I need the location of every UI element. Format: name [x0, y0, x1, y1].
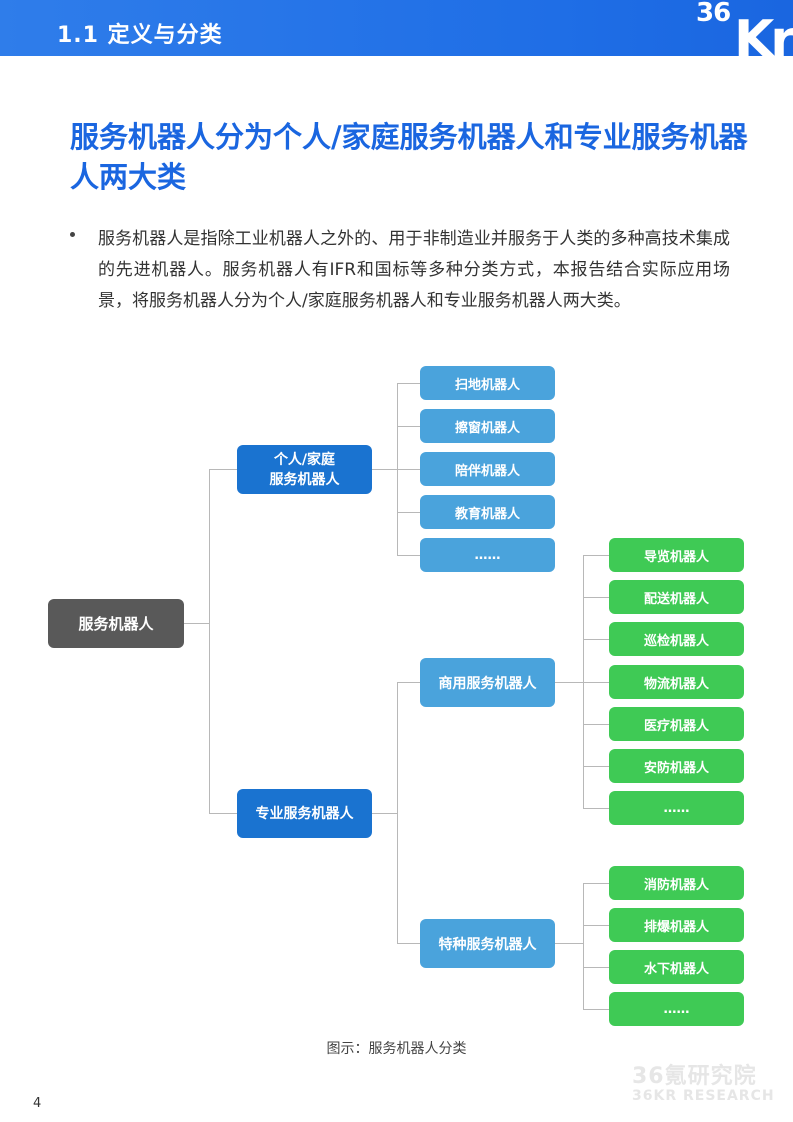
node-personal-home: 个人/家庭 服务机器人 — [237, 445, 372, 494]
bullet-dot — [70, 232, 75, 237]
connector-line — [397, 555, 420, 556]
connector-line — [397, 682, 420, 683]
node-label: …… — [663, 800, 690, 816]
connector-line — [583, 724, 609, 725]
node-label: …… — [663, 1001, 690, 1017]
node-label: 消防机器人 — [643, 877, 709, 893]
connector-line — [397, 943, 420, 944]
header-band: 1.1 定义与分类 36 Kr — [0, 0, 793, 56]
node-leaf: 导览机器人 — [609, 538, 744, 572]
node-leaf: …… — [420, 538, 555, 572]
node-label: 水下机器人 — [643, 961, 709, 977]
node-label: 擦窗机器人 — [454, 420, 520, 436]
connector-line — [583, 1009, 609, 1010]
connector-line — [397, 383, 420, 384]
node-professional: 专业服务机器人 — [237, 789, 372, 838]
node-label: 配送机器人 — [643, 591, 709, 607]
connector-line — [397, 469, 420, 470]
connector-line — [372, 469, 397, 470]
node-label: 商用服务机器人 — [438, 675, 537, 692]
node-label: 排爆机器人 — [643, 919, 709, 935]
brand-logo-number: 36 — [696, 0, 731, 28]
connector-line — [209, 469, 237, 470]
node-leaf: 消防机器人 — [609, 866, 744, 900]
connector-line — [583, 883, 609, 884]
connector-line — [555, 943, 583, 944]
node-label: 安防机器人 — [643, 760, 709, 776]
node-label: 扫地机器人 — [454, 377, 520, 393]
brand-logo: 36 Kr — [690, 0, 793, 56]
node-commercial: 商用服务机器人 — [420, 658, 555, 707]
connector-line — [397, 426, 420, 427]
connector-line — [583, 967, 609, 968]
watermark-cn: 36氪研究院 — [632, 1064, 757, 1089]
node-label: 巡检机器人 — [643, 633, 709, 649]
node-leaf: 陪伴机器人 — [420, 452, 555, 486]
node-leaf: 水下机器人 — [609, 950, 744, 984]
node-label: 服务机器人 — [78, 615, 154, 633]
node-leaf: …… — [609, 992, 744, 1026]
node-leaf: 扫地机器人 — [420, 366, 555, 400]
node-label: 个人/家庭 — [273, 451, 336, 468]
connector-line — [555, 682, 583, 683]
node-leaf: 排爆机器人 — [609, 908, 744, 942]
connector-line — [583, 555, 609, 556]
node-label: 医疗机器人 — [643, 718, 709, 734]
connector-line — [583, 883, 584, 1010]
node-label: 物流机器人 — [643, 676, 709, 692]
watermark-en: 36KR RESEARCH — [632, 1088, 775, 1104]
connector-line — [583, 597, 609, 598]
section-label: 1.1 定义与分类 — [57, 23, 223, 48]
node-label: 特种服务机器人 — [438, 936, 537, 953]
node-leaf: 物流机器人 — [609, 665, 744, 699]
connector-line — [184, 623, 209, 624]
node-leaf: 配送机器人 — [609, 580, 744, 614]
connector-line — [583, 555, 584, 809]
node-label: 服务机器人 — [269, 471, 340, 488]
node-root-service-robot: 服务机器人 — [48, 599, 184, 648]
brand-logo-letters: Kr — [734, 10, 793, 56]
connector-line — [583, 766, 609, 767]
connector-line — [209, 813, 237, 814]
connector-line — [397, 682, 398, 944]
connector-line — [209, 469, 210, 814]
node-leaf: 安防机器人 — [609, 749, 744, 783]
page-number: 4 — [33, 1096, 42, 1111]
node-label: 导览机器人 — [643, 549, 709, 565]
connector-line — [372, 813, 397, 814]
connector-line — [583, 682, 609, 683]
node-label: 专业服务机器人 — [255, 805, 354, 822]
node-leaf: 巡检机器人 — [609, 622, 744, 656]
node-leaf: 教育机器人 — [420, 495, 555, 529]
connector-line — [397, 512, 420, 513]
node-label: 陪伴机器人 — [454, 463, 520, 479]
node-label: …… — [474, 547, 501, 563]
node-special: 特种服务机器人 — [420, 919, 555, 968]
connector-line — [583, 808, 609, 809]
connector-line — [583, 925, 609, 926]
node-leaf: 医疗机器人 — [609, 707, 744, 741]
connector-line — [397, 383, 398, 555]
page-title: 服务机器人分为个人/家庭服务机器人和专业服务机器人两大类 — [70, 120, 748, 194]
node-label: 教育机器人 — [454, 506, 520, 522]
bullet-paragraph: 服务机器人是指除工业机器人之外的、用于非制造业并服务于人类的多种高技术集成的先进… — [98, 229, 730, 311]
figure-caption: 图示：服务机器人分类 — [326, 1041, 467, 1057]
connector-line — [583, 639, 609, 640]
node-leaf: …… — [609, 791, 744, 825]
node-leaf: 擦窗机器人 — [420, 409, 555, 443]
